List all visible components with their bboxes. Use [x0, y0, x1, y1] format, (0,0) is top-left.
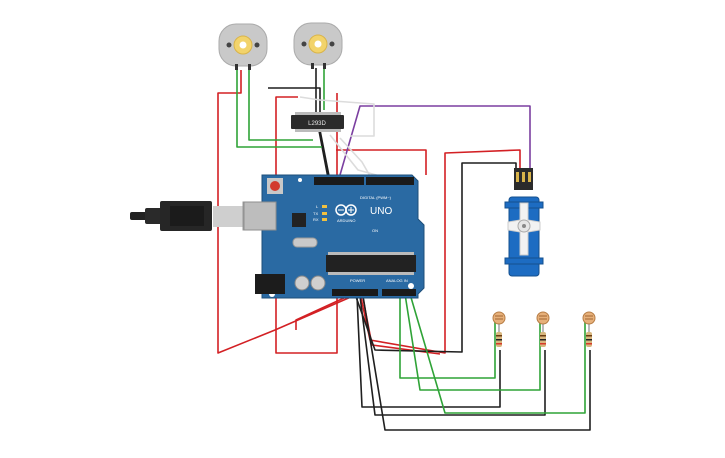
l293d-driver-chip[interactable]: L293D [291, 112, 344, 132]
reset-button[interactable] [267, 178, 283, 194]
wires [217, 68, 591, 431]
wire-black-servo[interactable] [354, 162, 517, 353]
digital-header-label: DIGITAL (PWM~) [360, 195, 392, 200]
power-jack[interactable] [255, 274, 285, 294]
label-rx: RX [313, 217, 319, 222]
wire-black-ldr2[interactable] [359, 295, 546, 416]
led-tx [322, 212, 327, 215]
arduino-uno-board[interactable]: L TX RX UNO ARDUINO DIGITAL (PWM~) POWER… [243, 174, 425, 299]
label-tx: TX [313, 211, 318, 216]
wire-green-a2[interactable] [409, 293, 586, 414]
wire-green-a1[interactable] [404, 293, 541, 391]
mount-hole [298, 178, 302, 182]
driver-chip-label: L293D [308, 121, 326, 127]
wire-purple-servo[interactable] [339, 105, 531, 176]
mount-hole [408, 283, 414, 289]
capacitor [294, 275, 310, 291]
board-model: UNO [370, 206, 392, 217]
dc-motor-1[interactable] [218, 23, 268, 70]
wire-white-2[interactable] [329, 134, 381, 177]
on-label: ON [372, 228, 378, 233]
wire-black-ldr3[interactable] [362, 295, 591, 431]
wire-white-1[interactable] [299, 96, 375, 137]
atmega-chip [326, 252, 416, 275]
analog-header[interactable] [382, 289, 416, 296]
wire-green-a0[interactable] [399, 294, 496, 379]
arduino-logo [335, 204, 357, 216]
usb-chip [292, 213, 306, 227]
digital-header[interactable] [314, 177, 414, 185]
board-brand: ARDUINO [337, 218, 355, 223]
wire-green-motor2[interactable] [248, 70, 313, 141]
photoresistor-3[interactable] [582, 311, 596, 347]
power-header[interactable] [332, 289, 378, 296]
analog-header-label: ANALOG IN [386, 278, 408, 283]
photoresistor-1[interactable] [492, 311, 506, 347]
label-l: L [316, 204, 319, 209]
capacitor [310, 275, 326, 291]
wire-red-vin[interactable] [295, 291, 358, 330]
dc-motor-2[interactable] [293, 22, 343, 69]
led-rx [322, 218, 327, 221]
usb-port[interactable] [243, 201, 277, 231]
power-header-label: POWER [350, 278, 365, 283]
wire-red-upper[interactable] [336, 149, 427, 175]
led-l [322, 205, 327, 208]
photoresistor-2[interactable] [536, 311, 550, 347]
wire-white-3[interactable] [339, 137, 371, 177]
micro-servo[interactable] [504, 168, 544, 277]
wire-green-motor1[interactable] [236, 70, 322, 148]
crystal [292, 237, 318, 248]
wire-black-ldr1[interactable] [356, 295, 501, 408]
